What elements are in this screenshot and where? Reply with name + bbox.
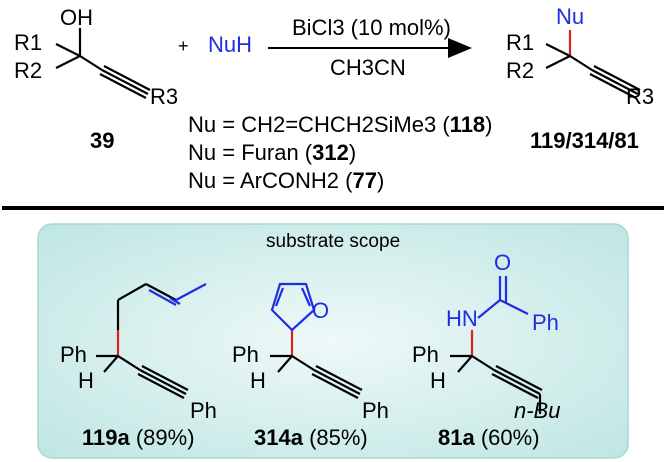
nu-definition-list: Nu = CH2=CHCH2SiMe3 (118) Nu = Furan (31… bbox=[188, 112, 493, 193]
nuh-label: NuH bbox=[208, 32, 252, 57]
r3-label: R3 bbox=[150, 84, 178, 109]
plus-sign: + bbox=[178, 36, 189, 56]
81a-hn-label: HN bbox=[446, 306, 478, 331]
product-r2-label: R2 bbox=[506, 58, 534, 83]
314a-h-label: H bbox=[250, 368, 266, 393]
compound-119a-structure bbox=[96, 283, 207, 399]
r2-label: R2 bbox=[14, 58, 42, 83]
scope-title: substrate scope bbox=[266, 231, 400, 252]
81a-ph-amide-label: Ph bbox=[532, 310, 559, 335]
119a-ph-label-1: Ph bbox=[60, 342, 87, 367]
81a-h-label: H bbox=[430, 368, 446, 393]
conditions-top: BiCl3 (10 mol%) bbox=[292, 15, 451, 40]
r1-label: R1 bbox=[14, 30, 42, 55]
product-r3-label: R3 bbox=[626, 84, 654, 109]
compound-81a-caption: 81a (60%) bbox=[438, 425, 540, 450]
product-nu-label: Nu bbox=[556, 4, 584, 29]
nu-definition-3: Nu = ArCONH2 (77) bbox=[188, 168, 384, 193]
nu-definition-2: Nu = Furan (312) bbox=[188, 140, 356, 165]
119a-ph-label-2: Ph bbox=[190, 398, 217, 423]
product-id: 119/314/81 bbox=[530, 128, 639, 153]
compound-119a-caption: 119a (89%) bbox=[82, 425, 195, 450]
compound-314a-structure bbox=[270, 282, 363, 399]
product-structure bbox=[545, 30, 641, 99]
81a-ph-label-1: Ph bbox=[412, 342, 439, 367]
reactant-39-structure bbox=[55, 28, 151, 99]
81a-o-label: O bbox=[494, 250, 511, 275]
oh-label: OH bbox=[60, 5, 93, 30]
reactant-id: 39 bbox=[90, 128, 114, 153]
81a-nbu-label: n-Bu bbox=[514, 398, 560, 423]
314a-o-label: O bbox=[312, 298, 329, 323]
compound-314a-caption: 314a (85%) bbox=[254, 425, 368, 450]
314a-ph-label-2: Ph bbox=[362, 398, 389, 423]
314a-ph-label-1: Ph bbox=[232, 342, 259, 367]
compound-81a-structure bbox=[450, 276, 543, 414]
conditions-bottom: CH3CN bbox=[330, 55, 406, 80]
product-r1-label: R1 bbox=[506, 30, 534, 55]
119a-h-label: H bbox=[78, 368, 94, 393]
nu-definition-1: Nu = CH2=CHCH2SiMe3 (118) bbox=[188, 112, 493, 137]
substrate-scope-panel bbox=[37, 223, 629, 459]
section-divider bbox=[2, 206, 664, 210]
